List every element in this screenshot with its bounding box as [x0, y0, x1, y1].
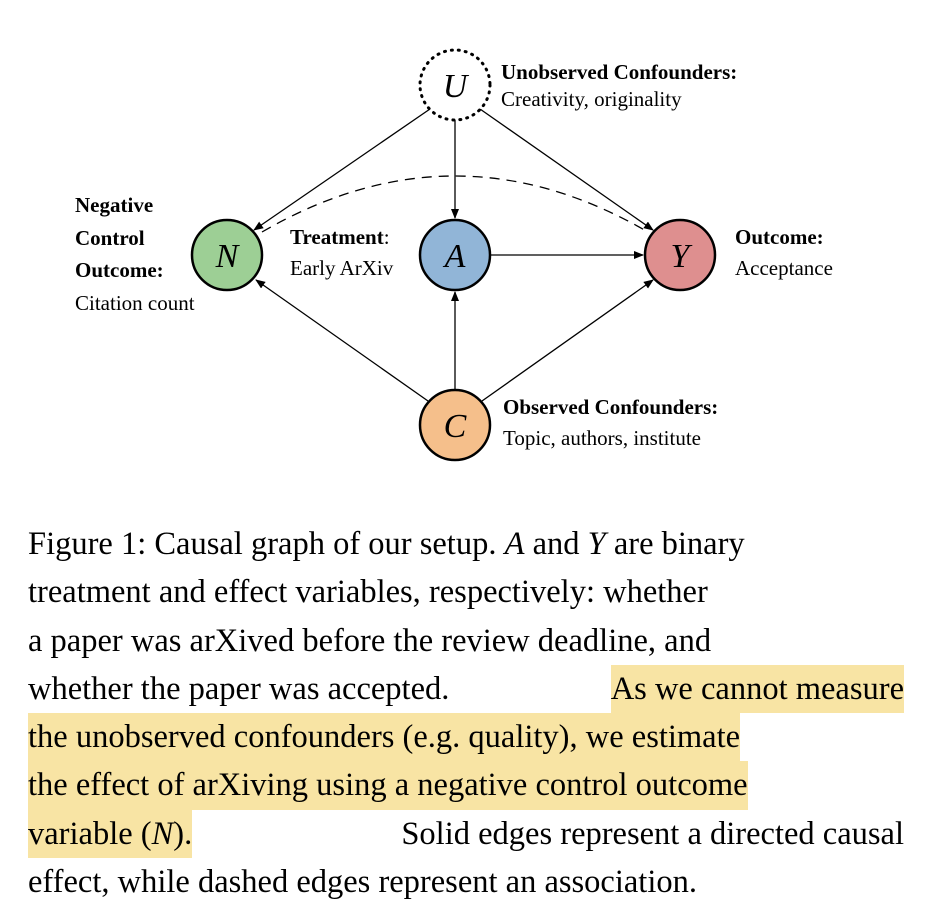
u-desc: Creativity, originality — [501, 87, 682, 111]
caption-highlight: As we cannot measure — [610, 664, 904, 714]
caption-text: ). — [173, 815, 193, 852]
caption-line: whether the paper was accepted. As we ca… — [28, 664, 904, 714]
caption-line: variable (N). Solid edges represent a di… — [28, 809, 904, 859]
a-title-text: Treatment — [290, 225, 384, 249]
caption-text: treatment and effect variables, respecti… — [28, 574, 708, 611]
edge-n-y-dashed — [261, 175, 649, 233]
caption-var-n: N — [151, 815, 174, 852]
n-desc: Citation count — [75, 291, 195, 315]
a-desc: Early ArXiv — [290, 256, 394, 280]
a-title: Treatment: — [290, 225, 390, 249]
node-u — [418, 48, 492, 122]
caption-text: whether the paper was accepted. — [28, 670, 458, 707]
figure-caption: Figure 1: Causal graph of our setup. A a… — [28, 520, 904, 906]
caption-text: a paper was arXived before the review de… — [28, 622, 712, 659]
node-c-label: C — [444, 408, 467, 445]
caption-text: and — [524, 526, 588, 562]
node-u-label: U — [443, 68, 470, 105]
node-y-label: Y — [671, 238, 693, 275]
caption-highlight: the unobserved confounders (e.g. quality… — [28, 713, 741, 762]
y-desc: Acceptance — [735, 256, 833, 280]
c-title: Observed Confounders: — [503, 395, 718, 419]
edge-c-n — [255, 279, 429, 402]
caption-var-a: A — [504, 526, 525, 562]
caption-text: are binary — [605, 526, 745, 562]
n-title-1: Negative — [75, 193, 153, 217]
a-title-colon: : — [384, 225, 390, 249]
n-title-2: Control — [75, 226, 145, 250]
caption-highlight: variable (N). — [28, 809, 193, 859]
caption-text: variable ( — [28, 815, 152, 852]
caption-line: a paper was arXived before the review de… — [28, 617, 904, 665]
y-title: Outcome: — [735, 225, 824, 249]
n-title-3: Outcome: — [75, 258, 164, 282]
c-desc: Topic, authors, institute — [503, 426, 701, 450]
u-title: Unobserved Confounders: — [501, 60, 737, 84]
caption-var-y: Y — [587, 526, 606, 562]
node-a — [418, 218, 492, 292]
caption-highlight: the effect of arXiving using a negative … — [28, 761, 748, 810]
caption-text: Solid edges represent a directed causal — [393, 815, 904, 852]
caption-line: effect, while dashed edges represent an … — [28, 858, 904, 906]
node-y — [643, 218, 717, 292]
caption-line: treatment and effect variables, respecti… — [28, 568, 904, 616]
node-c — [418, 388, 492, 462]
causal-graph: U N A Y C Unobserved Confounders: Creati… — [75, 48, 833, 462]
edge-u-y — [479, 108, 654, 231]
caption-text: Figure 1: Causal graph of our setup. — [28, 526, 505, 562]
caption-line: Figure 1: Causal graph of our setup. A a… — [28, 520, 904, 568]
caption-line: the effect of arXiving using a negative … — [28, 761, 904, 810]
edge-u-n — [253, 108, 431, 231]
caption-line: the unobserved confounders (e.g. quality… — [28, 713, 904, 762]
edge-c-y — [481, 279, 654, 402]
node-a-label: A — [443, 238, 466, 275]
caption-text: effect, while dashed edges represent an … — [28, 864, 697, 901]
node-n — [190, 218, 264, 292]
node-n-label: N — [215, 238, 241, 275]
